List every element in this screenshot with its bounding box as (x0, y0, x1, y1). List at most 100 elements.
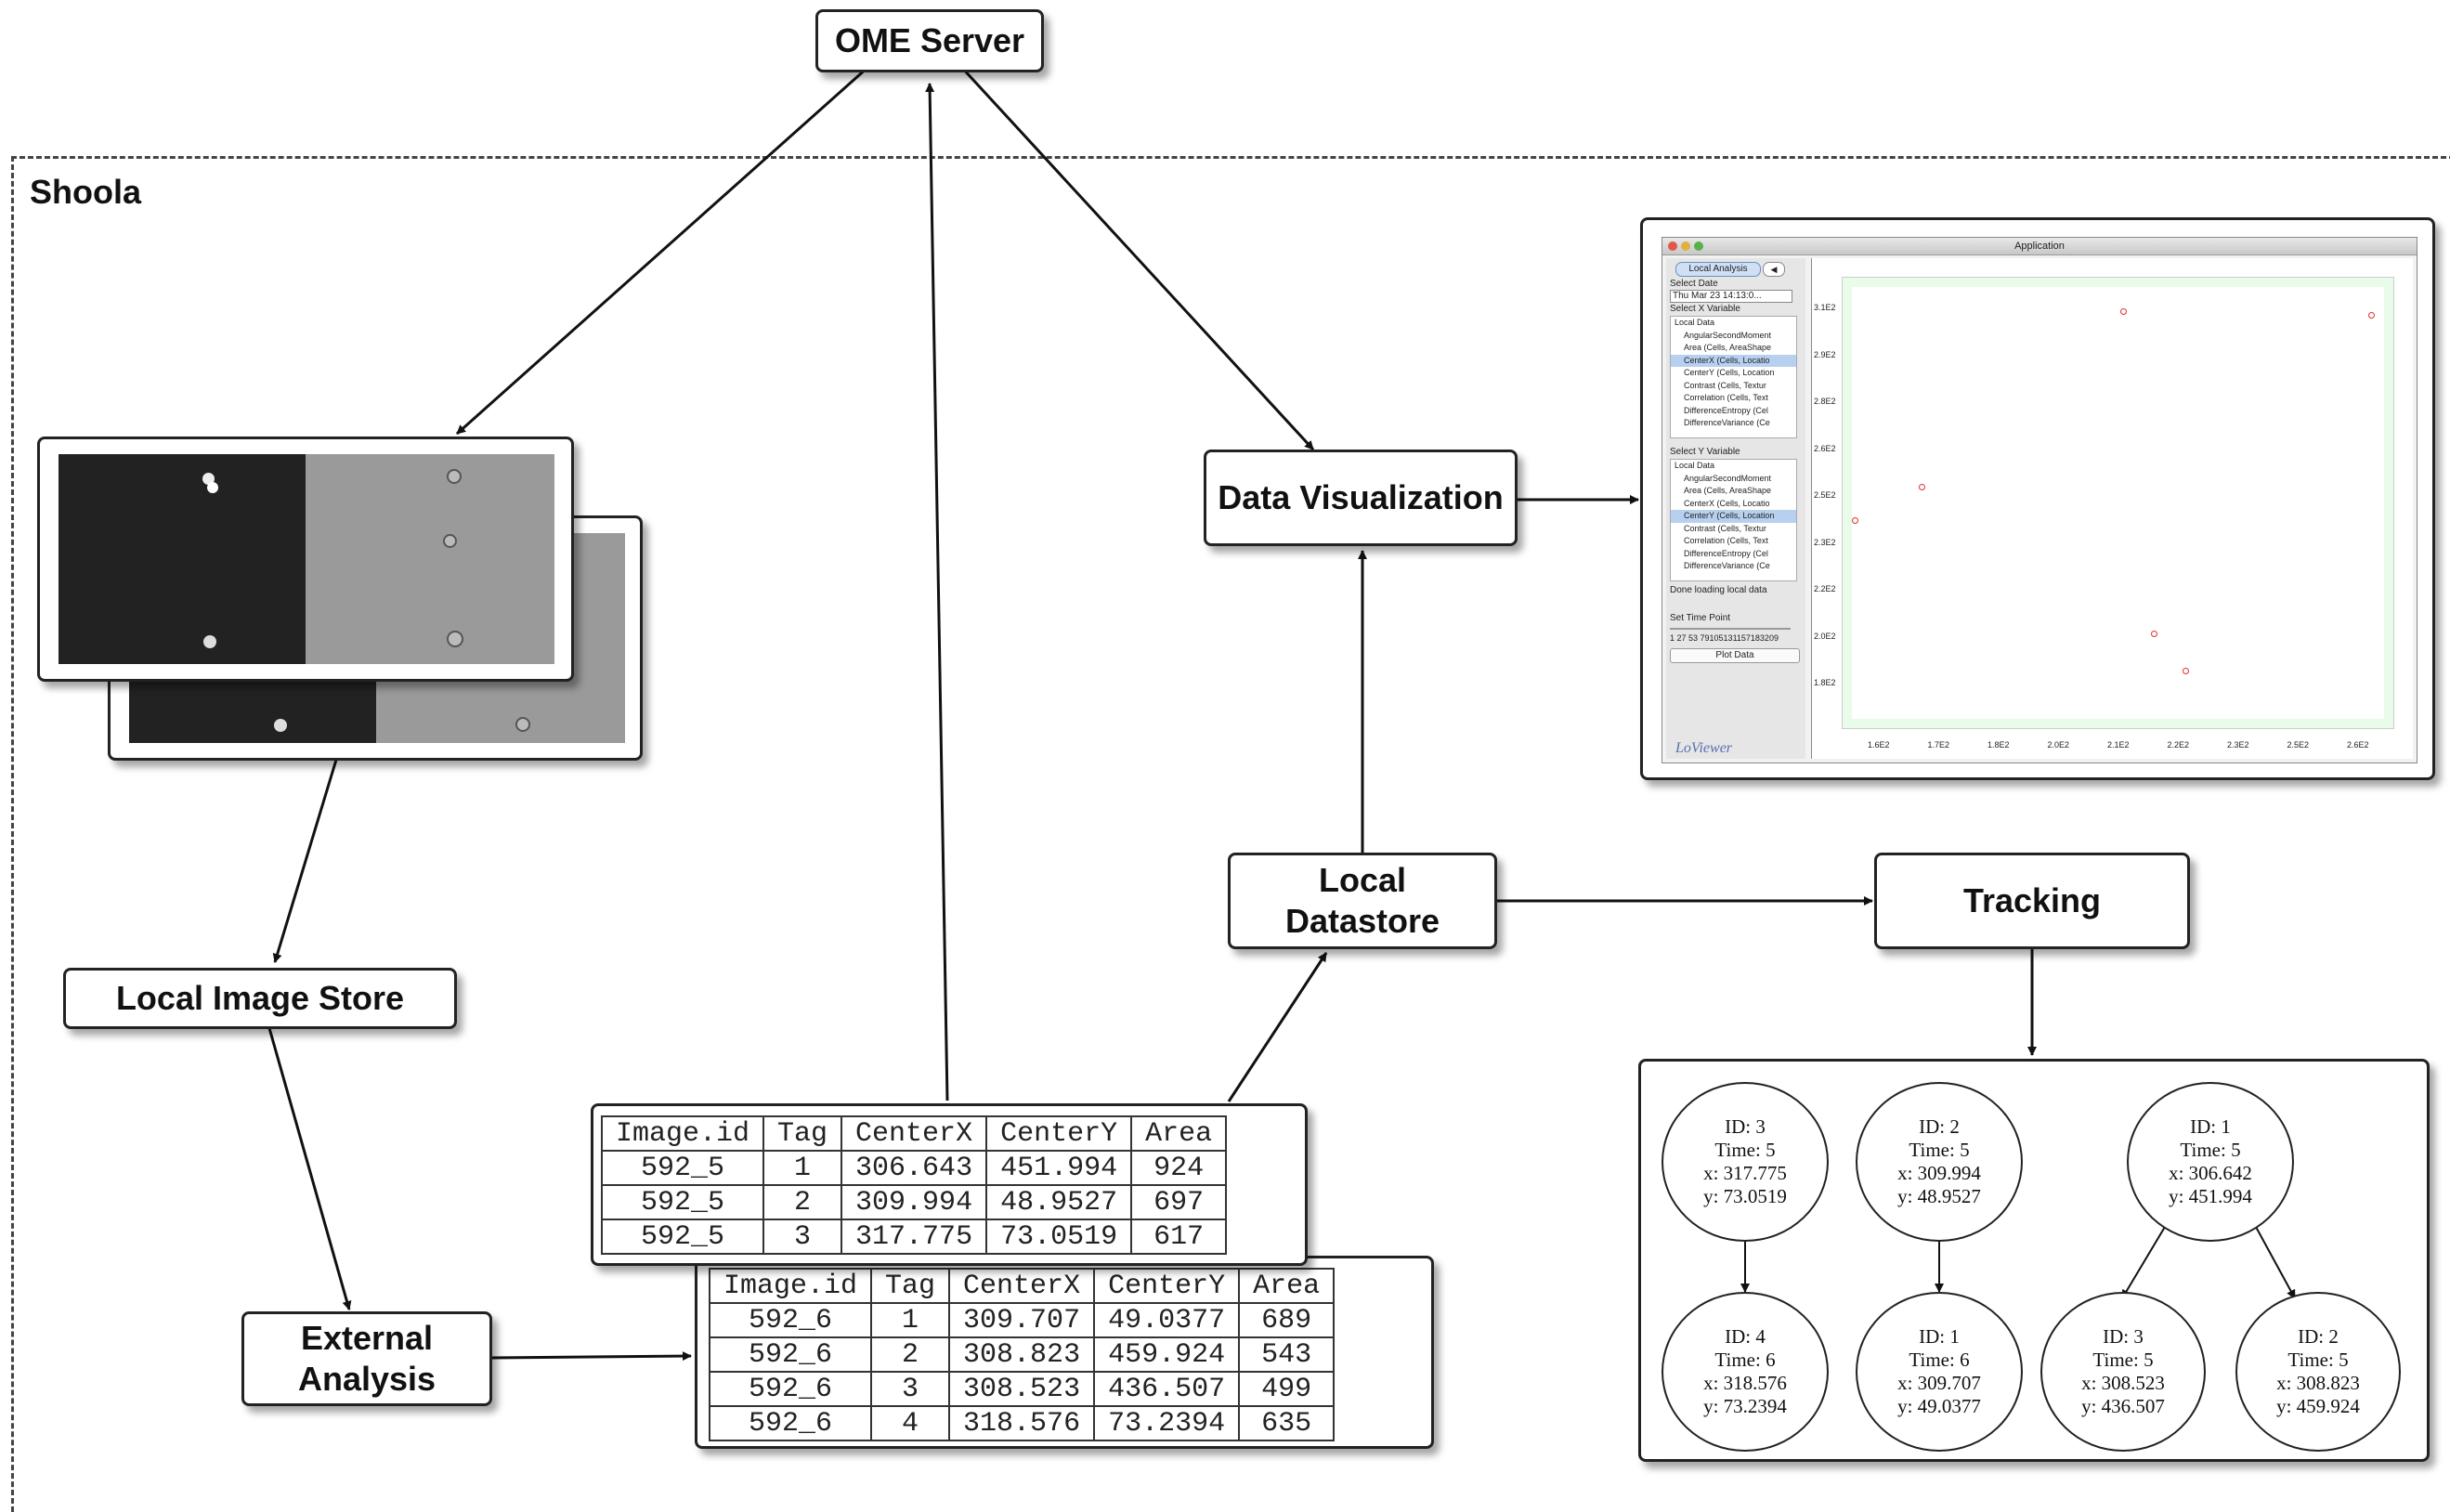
list-item[interactable]: CenterX (Cells, Locatio (1684, 498, 1770, 508)
tree-node-y: y: 451.994 (2169, 1185, 2252, 1207)
arrow-images-to-localstore (272, 759, 338, 963)
list-item[interactable]: Contrast (Cells, Textur (1684, 523, 1766, 533)
time-point-label: Set Time Point (1670, 613, 1731, 623)
x-tick-label: 1.7E2 (1927, 740, 1950, 749)
table-cell: 1 (762, 1150, 843, 1186)
list-item[interactable]: Correlation (Cells, Text (1684, 536, 1768, 545)
scatter-point (1852, 517, 1858, 525)
y-tick-label: 2.2E2 (1814, 584, 1836, 593)
table-header-cell: Area (1130, 1115, 1228, 1152)
table-cell: 697 (1130, 1184, 1228, 1220)
tree-node-id: ID: 3 (1725, 1115, 1766, 1138)
table-cell: 308.523 (948, 1371, 1096, 1407)
scatter-point (1919, 483, 1926, 490)
list-item[interactable]: CenterY (Cells, Location (1671, 510, 1796, 523)
tree-node-y: y: 49.0377 (1897, 1395, 1981, 1417)
table-header-cell: Image.id (600, 1115, 765, 1152)
table-header-cell: Image.id (708, 1268, 873, 1304)
ome-server-box: OME Server (815, 9, 1044, 72)
time-slider[interactable] (1670, 628, 1791, 630)
arrow-ome-to-dataviz (959, 65, 1315, 451)
y-tick-label: 2.5E2 (1814, 490, 1836, 500)
table-cell: 592_5 (600, 1150, 765, 1186)
select-y-label: Select Y Variable (1670, 447, 1740, 457)
table-cell: 1 (870, 1302, 951, 1338)
plot-data-button[interactable]: Plot Data (1670, 648, 1800, 663)
local-datastore-box: Local Datastore (1228, 853, 1497, 949)
list-item[interactable]: Local Data (1675, 318, 1715, 327)
tree-node-time: Time: 6 (1909, 1349, 1970, 1371)
table-cell: 436.507 (1093, 1371, 1241, 1407)
edge-1-to-2 (2255, 1226, 2296, 1299)
close-icon[interactable] (1668, 241, 1677, 251)
x-tick-label: 2.6E2 (2347, 740, 2369, 749)
table-cell: 635 (1238, 1405, 1336, 1441)
list-item[interactable]: AngularSecondMoment (1684, 330, 1772, 340)
minimize-icon[interactable] (1681, 241, 1690, 251)
y-tick-label: 1.8E2 (1814, 678, 1836, 687)
list-item[interactable]: AngularSecondMoment (1684, 473, 1772, 483)
tree-node-x: x: 306.642 (2169, 1162, 2252, 1184)
list-item[interactable]: DifferenceEntropy (Cel (1684, 548, 1768, 558)
table-cell: 318.576 (948, 1405, 1096, 1441)
external-analysis-box: External Analysis (241, 1311, 492, 1406)
list-item[interactable]: DifferenceEntropy (Cel (1684, 405, 1768, 415)
tab-back-icon[interactable]: ◀ (1763, 262, 1785, 277)
list-item[interactable]: Contrast (Cells, Textur (1684, 380, 1766, 390)
arrow-external-to-table (491, 1351, 692, 1362)
tree-node-time: Time: 5 (2287, 1349, 2349, 1371)
tree-edges (1740, 1226, 2296, 1299)
table-cell: 48.9527 (985, 1184, 1133, 1220)
list-item[interactable]: DifferenceVariance (Ce (1684, 561, 1770, 570)
table-cell: 451.994 (985, 1150, 1133, 1186)
list-item[interactable]: Area (Cells, AreaShape (1684, 486, 1772, 495)
list-item[interactable]: Correlation (Cells, Text (1684, 393, 1768, 402)
list-item[interactable]: DifferenceVariance (Ce (1684, 418, 1770, 427)
x-tick-label: 2.2E2 (2167, 740, 2190, 749)
tab-local-analysis[interactable]: Local Analysis (1675, 262, 1761, 277)
scatter-point (2151, 630, 2158, 637)
table-cell: 309.994 (841, 1184, 988, 1220)
select-date-label: Select Date (1670, 279, 1718, 289)
list-item[interactable]: CenterY (Cells, Location (1684, 368, 1775, 377)
tree-node-x: x: 308.823 (2276, 1372, 2360, 1394)
list-item[interactable]: Area (Cells, AreaShape (1684, 343, 1772, 352)
image-frame-front (37, 437, 574, 682)
table-cell: 2 (870, 1336, 951, 1373)
table-cell: 2 (762, 1184, 843, 1220)
arrow-table-to-ome (925, 83, 949, 1101)
microscopy-image-dark-front (59, 454, 306, 664)
tree-node-id: ID: 3 (2103, 1325, 2144, 1348)
tree-node-time: Time: 5 (2180, 1139, 2241, 1161)
table-header-cell: CenterX (841, 1115, 988, 1152)
y-tick-label: 3.1E2 (1814, 303, 1836, 312)
table-cell: 73.0519 (985, 1219, 1133, 1255)
table-cell: 459.924 (1093, 1336, 1241, 1373)
date-select[interactable]: Thu Mar 23 14:13:0... (1670, 290, 1792, 303)
x-tick-label: 1.6E2 (1868, 740, 1890, 749)
list-item[interactable]: CenterX (Cells, Locatio (1671, 354, 1796, 367)
local-image-store-label: Local Image Store (115, 979, 405, 1017)
y-tick-label: 2.3E2 (1814, 537, 1836, 547)
select-x-label: Select X Variable (1670, 304, 1740, 314)
table-header-cell: CenterY (1093, 1268, 1241, 1304)
tree-node-id: ID: 2 (1919, 1115, 1960, 1138)
local-image-store-box: Local Image Store (63, 968, 457, 1029)
table-cell: 4 (870, 1405, 951, 1441)
edge-1-to-3 (2121, 1226, 2166, 1299)
list-item[interactable]: Local Data (1675, 461, 1715, 470)
zoom-icon[interactable] (1694, 241, 1703, 251)
